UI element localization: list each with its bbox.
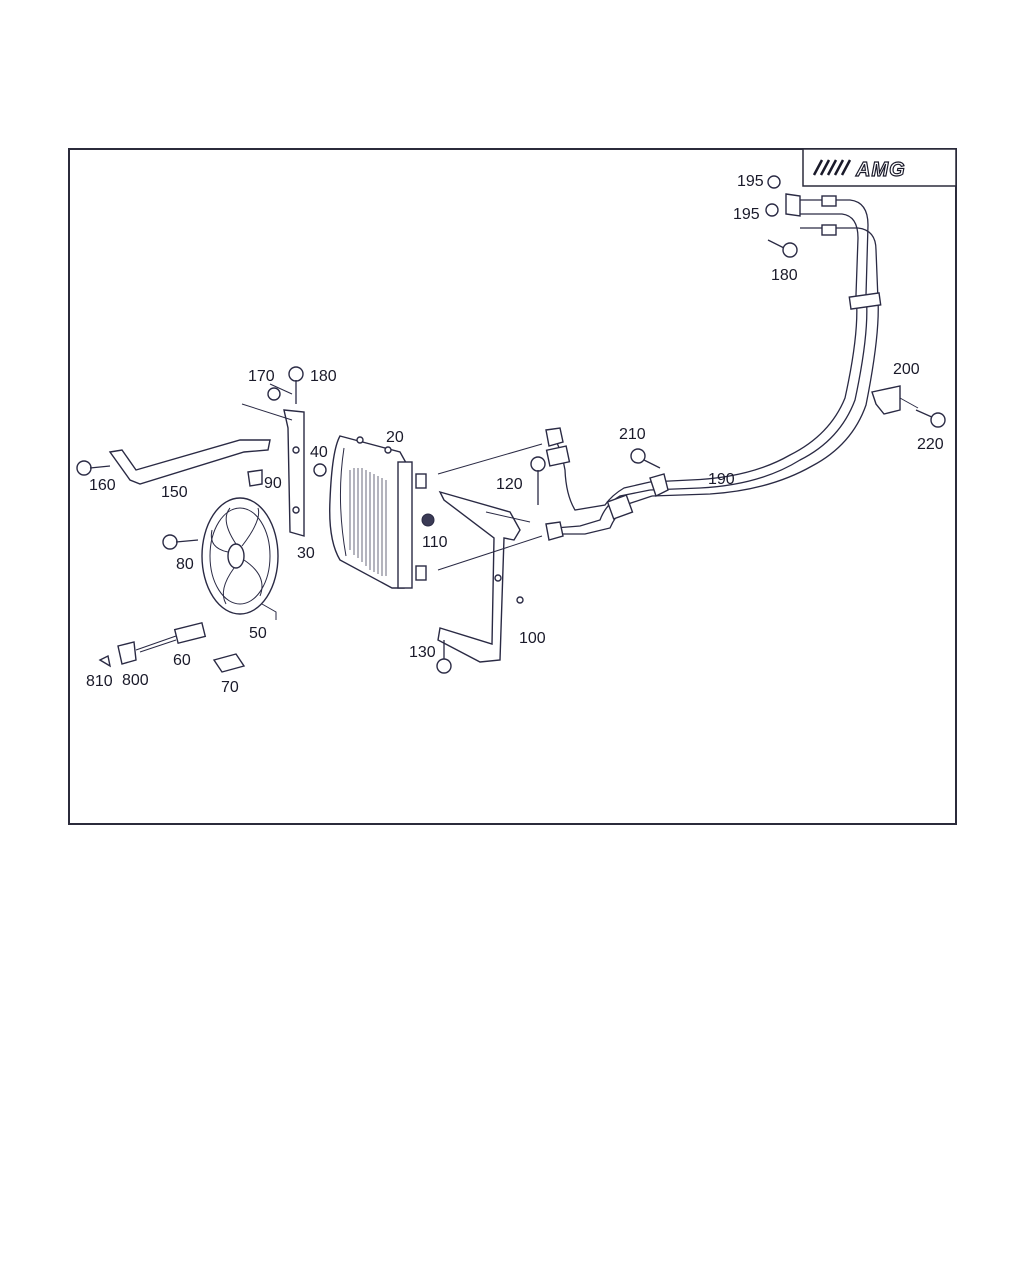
callout-50: 50 [249,625,267,642]
leader-lines [139,383,543,653]
bracket-150 [108,439,271,485]
callout-170: 170 [248,368,275,385]
bolt-210-icon [630,448,661,469]
logo-text: AMG [855,159,906,181]
brand-logo: AMG [802,148,957,187]
bolt-160-icon [76,460,111,476]
oil-cooler-20 [329,435,427,589]
pad-70 [212,653,246,673]
bracket-100 [437,490,531,663]
callout-110: 110 [422,534,448,551]
clip-90 [247,469,263,487]
nut-110 [421,513,435,527]
oil-line-assembly [545,193,882,541]
callout-200: 200 [893,361,920,378]
callout-800: 800 [122,672,149,689]
connector-800 [117,635,177,665]
callout-810: 810 [86,673,113,690]
bolt-220-icon [915,409,946,428]
callout-120: 120 [496,476,523,493]
bolt-130-icon [436,640,452,674]
callout-70: 70 [221,679,239,696]
callout-20: 20 [386,429,404,446]
bolt-120-icon [530,456,546,505]
fan-50 [201,497,279,620]
callout-220: 220 [917,436,944,453]
callout-160: 160 [89,477,116,494]
logo-stripes-icon [812,159,852,176]
callout-195-a: 195 [737,173,764,190]
callout-150: 150 [161,484,188,501]
callout-100: 100 [519,630,546,647]
callout-180-lower: 180 [310,368,337,385]
washer-195-b [765,203,779,217]
callout-195-b: 195 [733,206,760,223]
bracket-30 [283,409,305,537]
bolt-180-upper-icon [767,239,798,258]
nut-170 [267,387,281,401]
callout-80: 80 [176,556,194,573]
nut-40 [313,463,327,477]
clip-200 [871,385,919,415]
callout-60: 60 [173,652,191,669]
washer-195-a [767,175,781,189]
callout-190: 190 [708,471,735,488]
diagram-frame [68,148,957,825]
callout-130: 130 [409,644,436,661]
callout-30: 30 [297,545,315,562]
callout-210: 210 [619,426,646,443]
bolt-180-lower-icon [288,366,304,404]
callout-40: 40 [310,444,328,461]
callout-90: 90 [264,475,282,492]
callout-180-upper: 180 [771,267,798,284]
bolt-80-icon [162,534,199,550]
sensor-60 [173,621,207,645]
terminal-810 [98,654,111,668]
